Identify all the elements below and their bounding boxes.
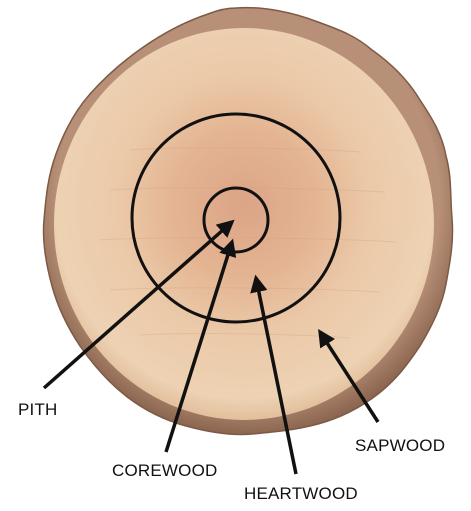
sapwood-label: SAPWOOD [355,436,445,455]
sapwood-region [54,28,434,420]
corewood-label: COREWOOD [112,461,217,480]
heartwood-label: HEARTWOOD [244,484,358,503]
pith-label: PITH [18,400,58,419]
